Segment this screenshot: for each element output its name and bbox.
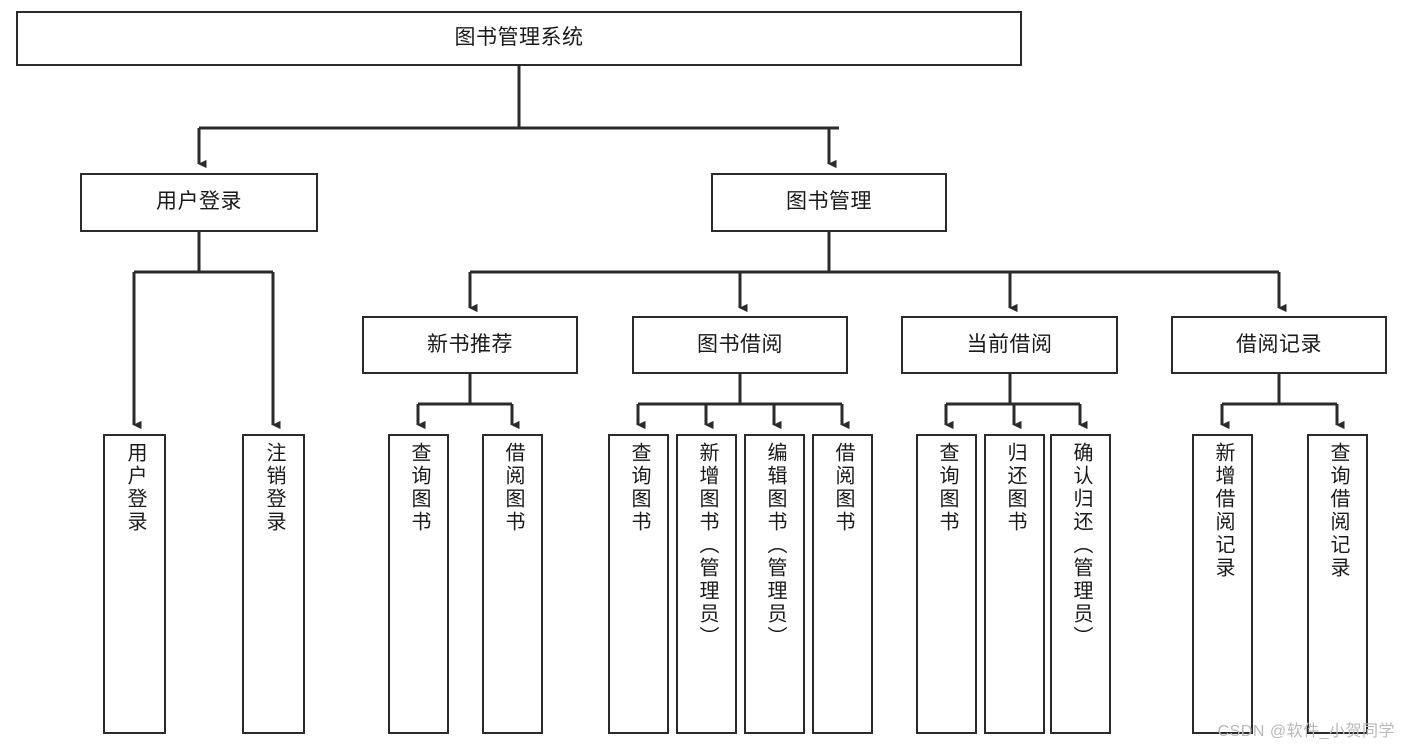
node-label: 当前借阅 (966, 332, 1053, 356)
leaf-user-login-signin[interactable]: 用户登录 (103, 434, 166, 734)
leaf-current-confirm-return-admin[interactable]: 确认归还（管理员） (1050, 434, 1111, 734)
leaf-borrow-borrow-book[interactable]: 借阅图书 (812, 434, 873, 734)
node-label: 新书推荐 (427, 332, 513, 356)
leaf-current-query-book[interactable]: 查询图书 (916, 434, 977, 734)
leaf-borrow-edit-book-admin[interactable]: 编辑图书（管理员） (744, 434, 805, 734)
leaf-new-book-borrow[interactable]: 借阅图书 (482, 434, 543, 734)
node-current-borrowing[interactable]: 当前借阅 (901, 316, 1118, 374)
node-label: 新增图书（管理员） (696, 442, 718, 649)
node-label: 注销登录 (263, 442, 285, 534)
node-label: 查询借阅记录 (1327, 442, 1349, 580)
node-label: 借阅图书 (832, 442, 854, 534)
node-label: 图书借阅 (697, 332, 783, 356)
node-root-system[interactable]: 图书管理系统 (16, 11, 1022, 66)
leaf-current-return-book[interactable]: 归还图书 (984, 434, 1045, 734)
node-user-login[interactable]: 用户登录 (80, 173, 318, 232)
node-book-management[interactable]: 图书管理 (711, 173, 947, 232)
node-label: 图书管理系统 (454, 26, 584, 50)
csdn-watermark: CSDN @软件_小贺同学 (1217, 723, 1395, 740)
leaf-new-book-query[interactable]: 查询图书 (388, 434, 449, 734)
leaf-user-login-signout[interactable]: 注销登录 (242, 434, 305, 734)
node-label: 归还图书 (1004, 442, 1026, 534)
node-label: 用户登录 (156, 190, 242, 214)
leaf-records-add-record[interactable]: 新增借阅记录 (1192, 434, 1253, 734)
node-new-book-recommendation[interactable]: 新书推荐 (362, 316, 578, 374)
node-label: 借阅记录 (1236, 332, 1322, 356)
node-label: 确认归还（管理员） (1070, 442, 1092, 649)
node-book-borrowing[interactable]: 图书借阅 (632, 316, 848, 374)
node-label: 查询图书 (936, 442, 958, 534)
node-label: 查询图书 (408, 442, 430, 534)
leaf-records-query-record[interactable]: 查询借阅记录 (1307, 434, 1368, 734)
node-label: 新增借阅记录 (1212, 442, 1234, 580)
node-label: 借阅图书 (502, 442, 524, 534)
node-label: 查询图书 (628, 442, 650, 534)
leaf-borrow-query-book[interactable]: 查询图书 (608, 434, 669, 734)
node-label: 图书管理 (786, 190, 872, 214)
leaf-borrow-add-book-admin[interactable]: 新增图书（管理员） (676, 434, 737, 734)
node-borrow-records[interactable]: 借阅记录 (1171, 316, 1387, 374)
node-label: 编辑图书（管理员） (764, 442, 786, 649)
node-label: 用户登录 (124, 442, 146, 534)
